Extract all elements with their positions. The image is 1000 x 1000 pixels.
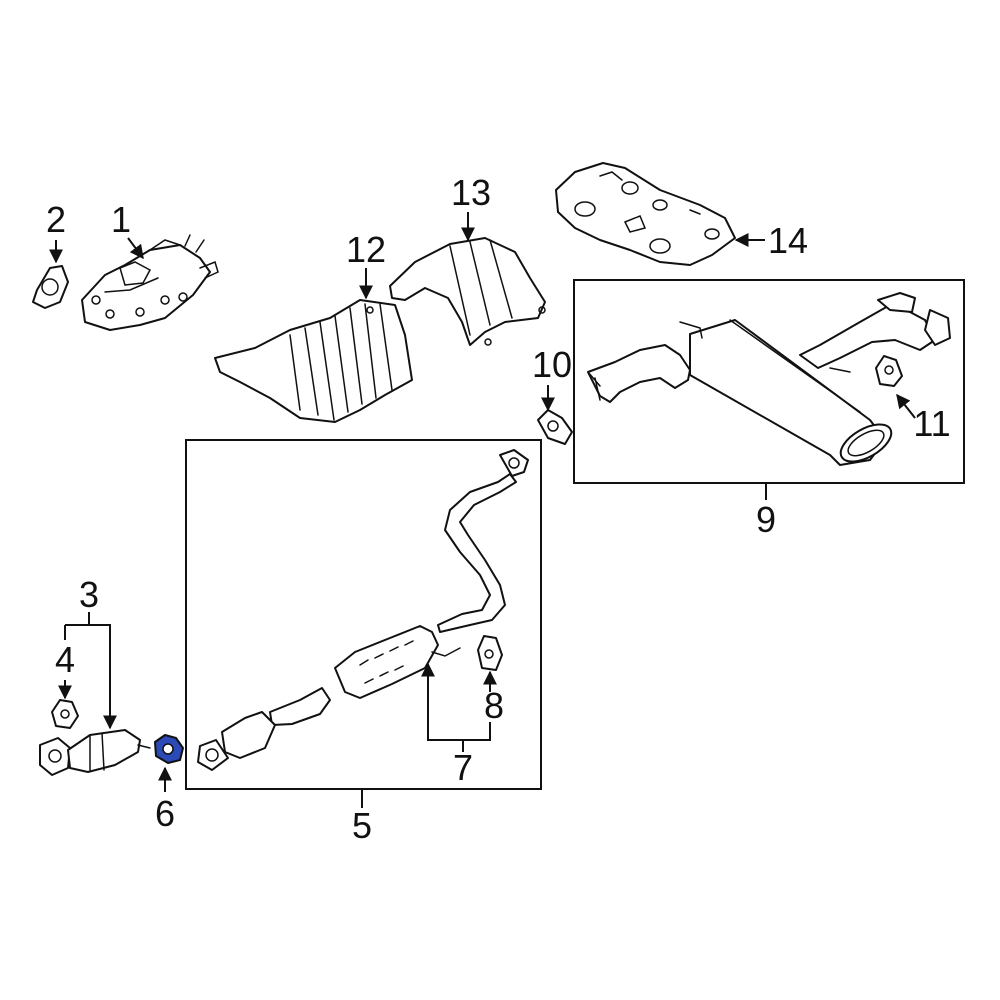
part-1-catalytic-converter[interactable]: [81, 234, 219, 331]
callout-11: 11: [913, 403, 950, 444]
part-5-front-pipe[interactable]: [197, 449, 529, 771]
callout-3: 3: [79, 574, 99, 615]
callout-12: 12: [346, 229, 386, 270]
part-11-hanger[interactable]: [875, 355, 903, 387]
part-13-heat-shield[interactable]: [389, 237, 546, 346]
callout-2: 2: [46, 199, 66, 240]
part-12-heat-shield[interactable]: [214, 299, 413, 423]
callout-1: 1: [111, 199, 131, 240]
leader-11: [896, 393, 916, 419]
part-3-catalytic-pipe[interactable]: [39, 729, 151, 776]
muffler-assembly-box: [573, 279, 965, 484]
callout-4: 4: [55, 639, 75, 680]
bracket-7: [427, 664, 491, 741]
part-2-gasket[interactable]: [32, 265, 69, 309]
part-8-hanger[interactable]: [477, 635, 503, 671]
callout-5: 5: [352, 805, 372, 846]
part-10-gasket[interactable]: [537, 409, 573, 445]
callout-8: 8: [484, 685, 504, 726]
part-4-gasket[interactable]: [51, 699, 79, 729]
callout-14: 14: [768, 220, 808, 261]
part-14-heat-shield[interactable]: [555, 162, 736, 266]
bracket-3: [65, 624, 117, 730]
callout-13: 13: [451, 172, 491, 213]
front-pipe-assembly-box: [185, 439, 542, 790]
part-6-gasket-highlighted[interactable]: [154, 734, 184, 764]
callout-6: 6: [155, 793, 175, 834]
part-9-muffler[interactable]: [587, 292, 951, 469]
callout-10: 10: [532, 344, 572, 385]
leader-1: [127, 237, 144, 260]
callout-7: 7: [453, 747, 473, 788]
callout-9: 9: [756, 499, 776, 540]
